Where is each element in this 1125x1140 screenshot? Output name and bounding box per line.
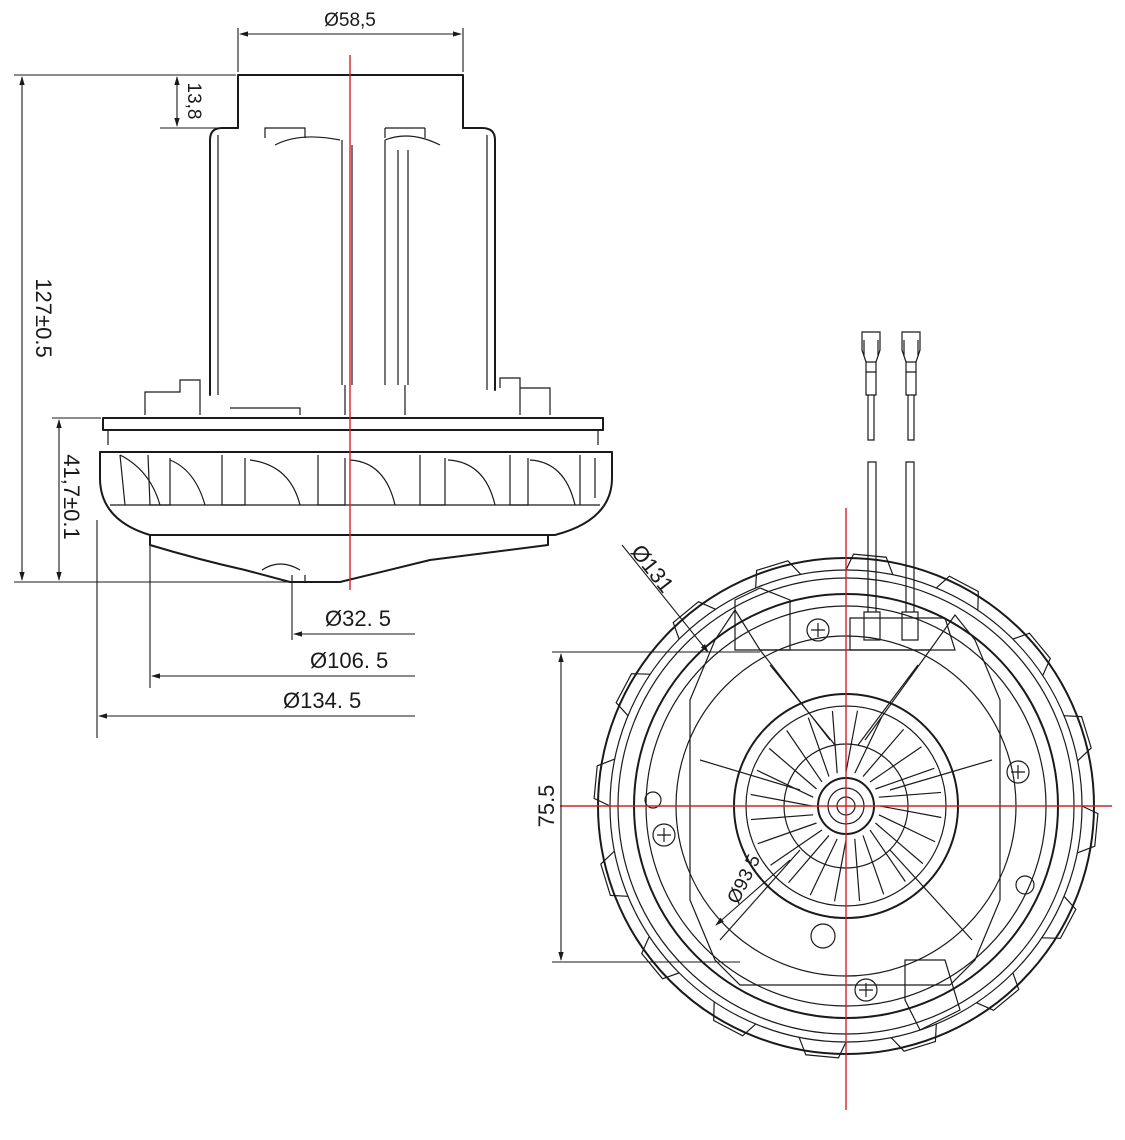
- commutator-segments: [750, 710, 942, 902]
- screw-heads: [644, 618, 1035, 1002]
- dim-inner-diameter: Ø93.5: [724, 851, 766, 907]
- dim-overall-height: 127±0.5: [31, 278, 56, 357]
- commutator-segment: [878, 791, 942, 798]
- fan-tooth: [755, 560, 802, 588]
- lead-wires: [863, 461, 919, 641]
- fan-tooth: [672, 600, 716, 640]
- dim-bottom-diameter: Ø32. 5: [325, 606, 391, 631]
- fan-tooth: [1041, 895, 1077, 939]
- fan-flange-plate: [102, 417, 604, 431]
- commutator-segment: [770, 829, 823, 866]
- fan-tooth: [1077, 805, 1099, 854]
- commutator-segment: [786, 730, 823, 783]
- fan-tooth: [976, 972, 1020, 1011]
- commutator-segment: [854, 838, 861, 902]
- fan-tooth: [798, 1037, 847, 1059]
- commutator-segment: [878, 814, 936, 843]
- commutator-segment: [869, 746, 922, 783]
- end-view: Ø131 75.5 Ø93.5: [534, 331, 1112, 1110]
- fan-outer-teeth: [593, 553, 1099, 1059]
- fan-tooth: [713, 1001, 757, 1037]
- brush-bridge-plate: [689, 608, 1001, 986]
- commutator-segment: [768, 747, 817, 790]
- fan-tooth: [593, 758, 615, 807]
- motor-body: [209, 127, 496, 396]
- dim-fan-diameter: Ø134. 5: [283, 688, 361, 713]
- commutator-segment: [831, 710, 838, 774]
- dim-fan-height: 41,7±0.1: [59, 454, 84, 539]
- commutator-segment: [756, 769, 814, 798]
- dim-outer-diameter: Ø131: [626, 540, 679, 598]
- commutator-segment: [787, 835, 830, 884]
- fan-tooth: [890, 1024, 937, 1052]
- commutator-segment: [750, 814, 814, 821]
- commutator-segment: [879, 805, 942, 819]
- terminal-block: [849, 617, 956, 651]
- side-view: Ø58,5 13,8 127±0.5 41,7±0.1 Ø32. 5 Ø106.…: [14, 10, 613, 738]
- terminal-connectors: [861, 331, 921, 441]
- commutator-segment: [809, 838, 838, 896]
- commutator-segment: [854, 716, 883, 774]
- fan-tooth: [615, 673, 651, 717]
- commutator-segment: [869, 829, 906, 882]
- commutator-segment: [862, 728, 905, 777]
- commutator-segment: [833, 839, 847, 902]
- commutator-segment: [845, 710, 859, 773]
- commutator-segment: [807, 717, 830, 777]
- fan-tooth: [935, 575, 979, 611]
- fan-tooth: [1012, 632, 1051, 676]
- fan-tooth: [845, 553, 894, 575]
- fan-tooth: [600, 850, 628, 897]
- commutator-segment: [757, 822, 817, 845]
- dim-mount-spacing: 75.5: [534, 785, 559, 828]
- commutator-segment: [875, 767, 935, 790]
- motor-top-clips: [217, 127, 488, 395]
- brush-holder-top: [734, 587, 791, 651]
- dim-top-height: 13,8: [183, 83, 204, 120]
- fan-blades: [110, 454, 600, 506]
- commutator-segment: [750, 793, 813, 807]
- commutator-segment: [875, 822, 924, 865]
- fan-tooth: [1064, 715, 1092, 762]
- brush-holder-bottom: [904, 959, 961, 1031]
- fan-housing: [99, 451, 613, 536]
- brush-holder-details: [144, 377, 551, 415]
- fan-tooth: [640, 936, 680, 980]
- motor-body-ribs: [274, 135, 441, 385]
- dim-base-diameter: Ø106. 5: [310, 648, 388, 673]
- dim-top-diameter: Ø58,5: [324, 10, 376, 31]
- bottom-dome: [149, 534, 549, 583]
- commutator-segment: [862, 835, 885, 895]
